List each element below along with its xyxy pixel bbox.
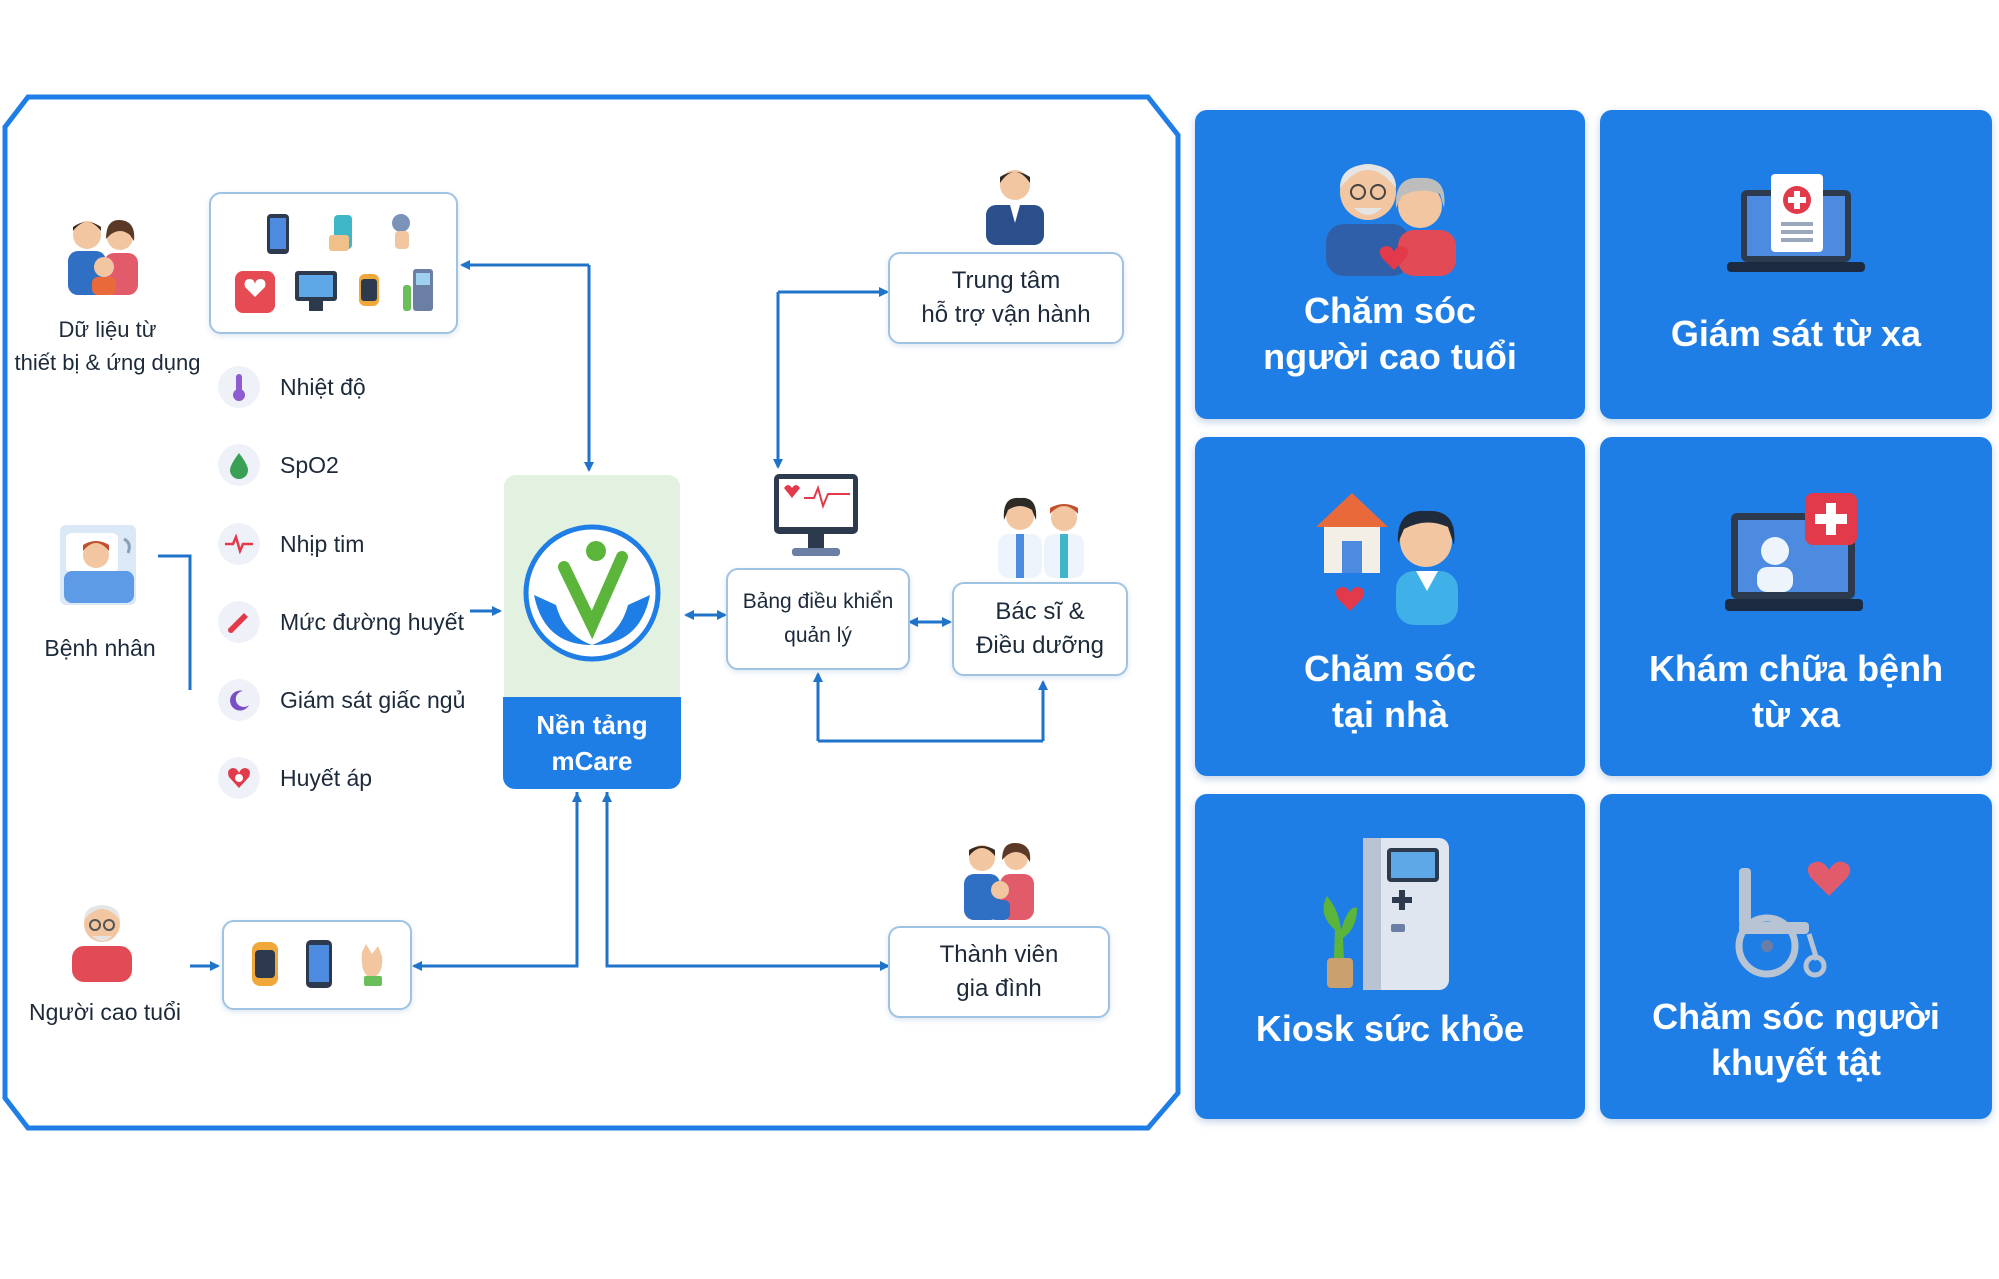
family-line1: Thành viên xyxy=(939,941,1059,968)
elderly-couple-icon xyxy=(1326,164,1456,276)
ops-center-box: Trung tâm hỗ trợ vận hành xyxy=(888,252,1124,344)
metric-label: Nhiệt độ xyxy=(280,373,366,400)
tile-label-line2: người cao tuổi xyxy=(1263,336,1517,377)
service-tile-telemedicine[interactable]: Khám chữa bệnh từ xa xyxy=(1600,437,1992,776)
thermometer-icon xyxy=(218,366,260,408)
patient-label: Bệnh nhân xyxy=(44,635,156,661)
service-tile-disability-care[interactable]: Chăm sóc người khuyết tật xyxy=(1600,794,1992,1119)
metric-spo2: SpO2 xyxy=(218,444,339,486)
glucose-pen-icon xyxy=(218,601,260,643)
service-tile-home-care[interactable]: Chăm sóc tại nhà xyxy=(1195,437,1585,776)
metric-label: Huyết áp xyxy=(280,764,373,791)
family-members-icon xyxy=(964,842,1034,920)
metric-label: Giám sát giấc ngủ xyxy=(280,686,466,713)
metric-label: Mức đường huyết xyxy=(280,608,464,635)
family-line2: gia đình xyxy=(956,975,1042,1002)
metric-sleep: Giám sát giấc ngủ xyxy=(218,679,465,721)
doctors-line2: Điều dưỡng xyxy=(976,632,1104,659)
family-box: Thành viên gia đình xyxy=(888,926,1110,1018)
heartbeat-icon xyxy=(218,523,260,565)
metric-label: SpO2 xyxy=(280,451,339,478)
patient-in-bed-icon xyxy=(60,525,136,605)
metric-blood-glucose: Mức đường huyết xyxy=(218,601,464,643)
service-tile-health-kiosk[interactable]: Kiosk sức khỏe xyxy=(1195,794,1585,1119)
tile-label-line1: Khám chữa bệnh xyxy=(1648,648,1944,689)
metric-label: Nhịp tim xyxy=(280,530,365,557)
tile-label-line1: Chăm sóc xyxy=(1303,290,1477,331)
tile-label-line1: Giám sát từ xa xyxy=(1670,313,1922,354)
devices-box xyxy=(209,192,458,334)
ops-center-line2: hỗ trợ vận hành xyxy=(921,301,1091,328)
dashboard-box: Bảng điều khiển quản lý xyxy=(726,568,910,670)
metric-heart-rate: Nhịp tim xyxy=(218,523,364,565)
devices-icon-group xyxy=(234,213,433,313)
tile-label-line2: khuyết tật xyxy=(1710,1042,1882,1083)
tile-label-line1: Kiosk sức khỏe xyxy=(1255,1008,1525,1049)
mcare-logo-icon xyxy=(523,524,661,662)
doctors-line1: Bác sĩ & xyxy=(995,598,1085,625)
service-tile-elderly-care[interactable]: Chăm sóc người cao tuổi xyxy=(1195,110,1585,419)
ops-center-line1: Trung tâm xyxy=(951,267,1061,294)
platform-name-line1: Nền tảng xyxy=(536,710,648,740)
wearables-box xyxy=(222,920,412,1010)
doctors-box: Bác sĩ & Điều dưỡng xyxy=(952,582,1128,676)
elderly-person-icon xyxy=(72,905,132,982)
platform-label: Nền tảng mCare xyxy=(503,697,681,789)
tile-label-line1: Chăm sóc người xyxy=(1652,996,1940,1037)
family-users-icon xyxy=(68,219,138,295)
metric-temperature: Nhiệt độ xyxy=(218,366,366,408)
device-data-label: Dữ liệu từ thiết bị & ứng dụng xyxy=(14,317,201,375)
drop-icon xyxy=(218,444,260,486)
wheelchair-icon xyxy=(1735,861,1851,978)
laptop-medical-icon xyxy=(1727,174,1865,272)
service-tile-remote-monitoring[interactable]: Giám sát từ xa xyxy=(1600,110,1992,419)
dashboard-line1: Bảng điều khiển xyxy=(742,590,894,613)
platform-name-line2: mCare xyxy=(551,746,633,776)
wearables-icon-group xyxy=(252,940,383,988)
tile-label-line2: từ xa xyxy=(1751,694,1841,735)
operator-icon xyxy=(986,170,1044,245)
doctor-nurse-icon xyxy=(998,497,1084,578)
telemedicine-icon xyxy=(1725,493,1863,611)
tile-label-line1: Chăm sóc xyxy=(1303,648,1477,689)
tile-label-line2: tại nhà xyxy=(1331,694,1448,735)
metric-blood-pressure: Huyết áp xyxy=(218,757,372,799)
health-kiosk-icon xyxy=(1323,838,1449,990)
conn-patient-bracket xyxy=(158,554,192,690)
home-nurse-icon xyxy=(1316,493,1458,625)
dashboard-line2: quản lý xyxy=(784,624,852,647)
elderly-label: Người cao tuổi xyxy=(29,999,181,1025)
monitor-dashboard-icon xyxy=(774,474,858,556)
platform-logo-area xyxy=(504,475,680,697)
moon-icon xyxy=(218,679,260,721)
blood-pressure-icon xyxy=(218,757,260,799)
